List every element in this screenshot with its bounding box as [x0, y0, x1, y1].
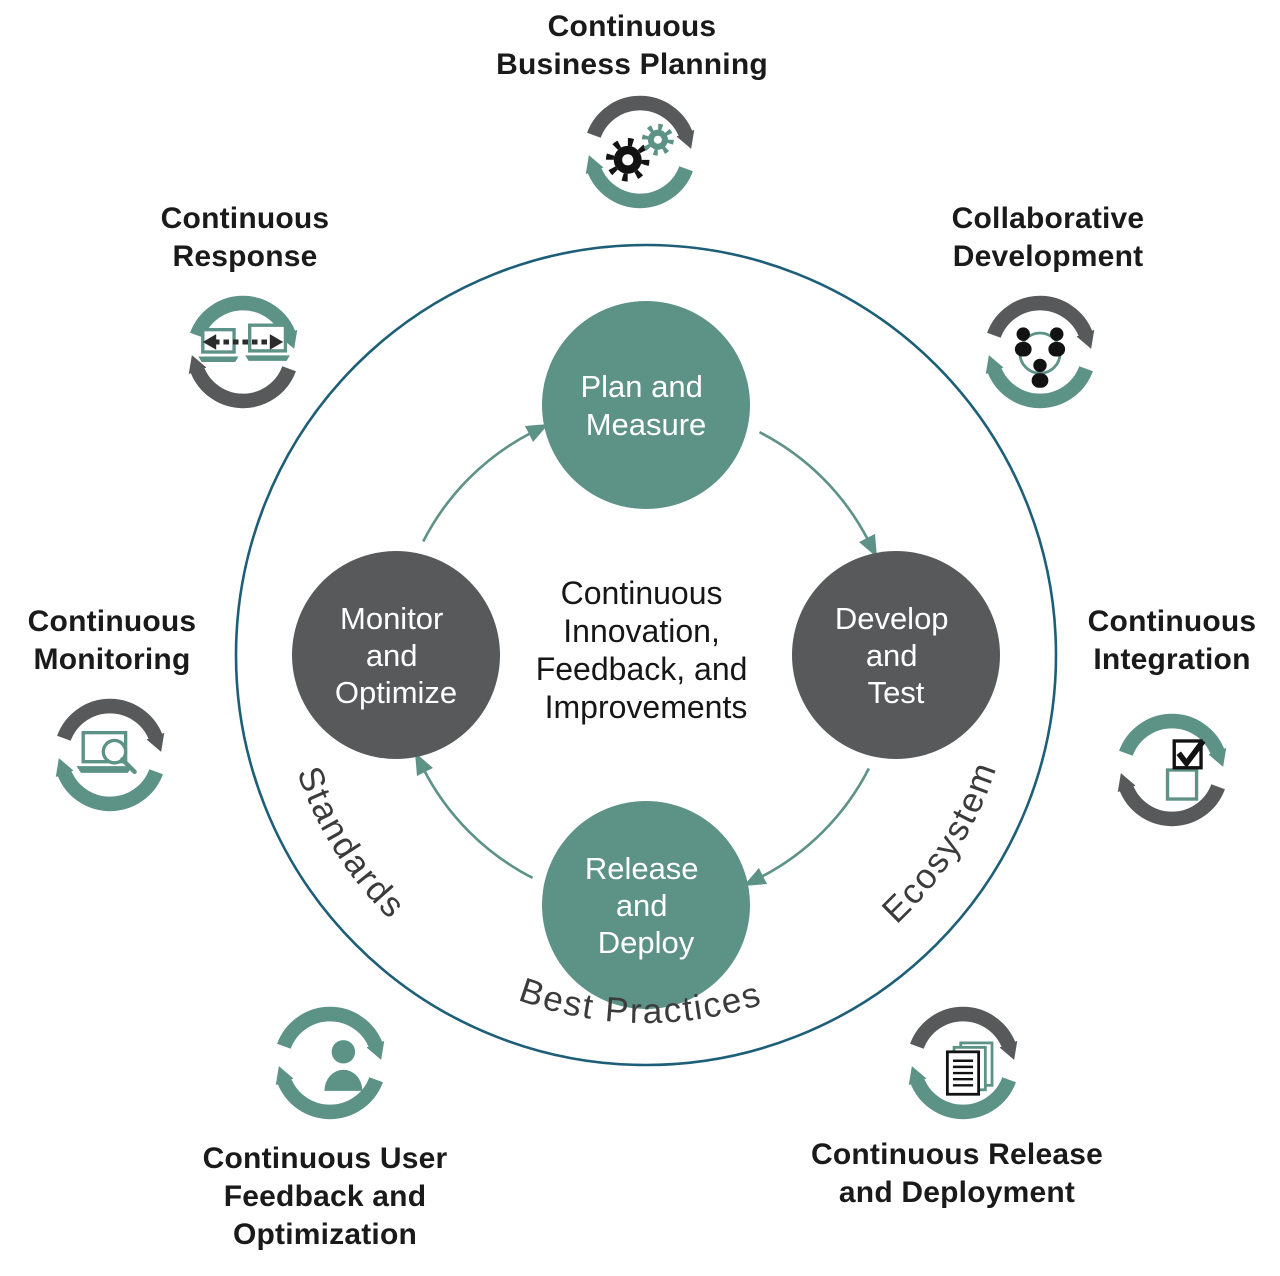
gears-icon: [605, 123, 674, 182]
node-label-monitor-optimize: Monitor and Optimize: [335, 601, 457, 710]
arrow-monitor-to-plan: [422, 424, 549, 543]
node-circle-monitor-optimize: [292, 551, 500, 759]
cycle-ring: [908, 1006, 1018, 1120]
label-collaborative-development: Collaborative Development: [951, 202, 1145, 274]
label-continuous-response: Continuous Response: [160, 202, 330, 274]
user-cycle-icon: [275, 1006, 385, 1120]
team-icon: [1014, 327, 1066, 388]
ring-label-standards: Standards: [289, 761, 413, 926]
node-label-plan-measure: Plan and Measure: [580, 369, 711, 442]
node-circle-release-deploy: [542, 801, 750, 1009]
team-cycle-icon: [985, 295, 1095, 409]
cycle-ring: [985, 295, 1095, 409]
laptop-search-icon: [76, 730, 137, 774]
node-label-release-deploy: Release and Deploy: [585, 851, 707, 960]
arrow-plan-to-develop: [758, 431, 877, 558]
user-icon: [324, 1040, 363, 1091]
cycle-ring: [55, 698, 165, 812]
cycle-ring: [585, 95, 695, 209]
outer-circle: [234, 243, 1058, 1067]
arrow-release-to-monitor: [415, 752, 534, 879]
checklist-cycle-icon: [1117, 713, 1227, 827]
gears-cycle-icon: [585, 95, 695, 209]
label-continuous-release-and-deployment: Continuous Release and Deployment: [811, 1138, 1103, 1210]
checklist-icon: [1165, 739, 1206, 801]
sync-laptops-cycle-icon: [188, 295, 298, 409]
documents-cycle-icon: [908, 1006, 1018, 1120]
label-continuous-business-planning: Continuous Business Planning: [496, 10, 768, 82]
node-circle-develop-test: [792, 551, 1000, 759]
node-circle-plan-measure: [542, 301, 750, 509]
sync-laptops-icon: [198, 323, 290, 363]
label-continuous-integration: Continuous Integration: [1087, 605, 1257, 677]
center-caption: Continuous Innovation, Feedback, and Imp…: [536, 575, 757, 725]
node-label-develop-test: Develop and Test: [835, 601, 957, 710]
arrow-develop-to-release: [743, 767, 870, 886]
cycle-ring: [1117, 713, 1227, 827]
cycle-ring: [275, 1006, 385, 1120]
ring-label-ecosystem: Ecosystem: [875, 756, 1005, 930]
laptop-search-cycle-icon: [55, 698, 165, 812]
label-continuous-user-feedback-and-optimization: Continuous User Feedback and Optimizatio…: [202, 1142, 448, 1252]
label-continuous-monitoring: Continuous Monitoring: [27, 605, 197, 677]
flow-arrows: [415, 424, 877, 886]
documents-icon: [945, 1041, 994, 1096]
cycle-ring: [188, 295, 298, 409]
